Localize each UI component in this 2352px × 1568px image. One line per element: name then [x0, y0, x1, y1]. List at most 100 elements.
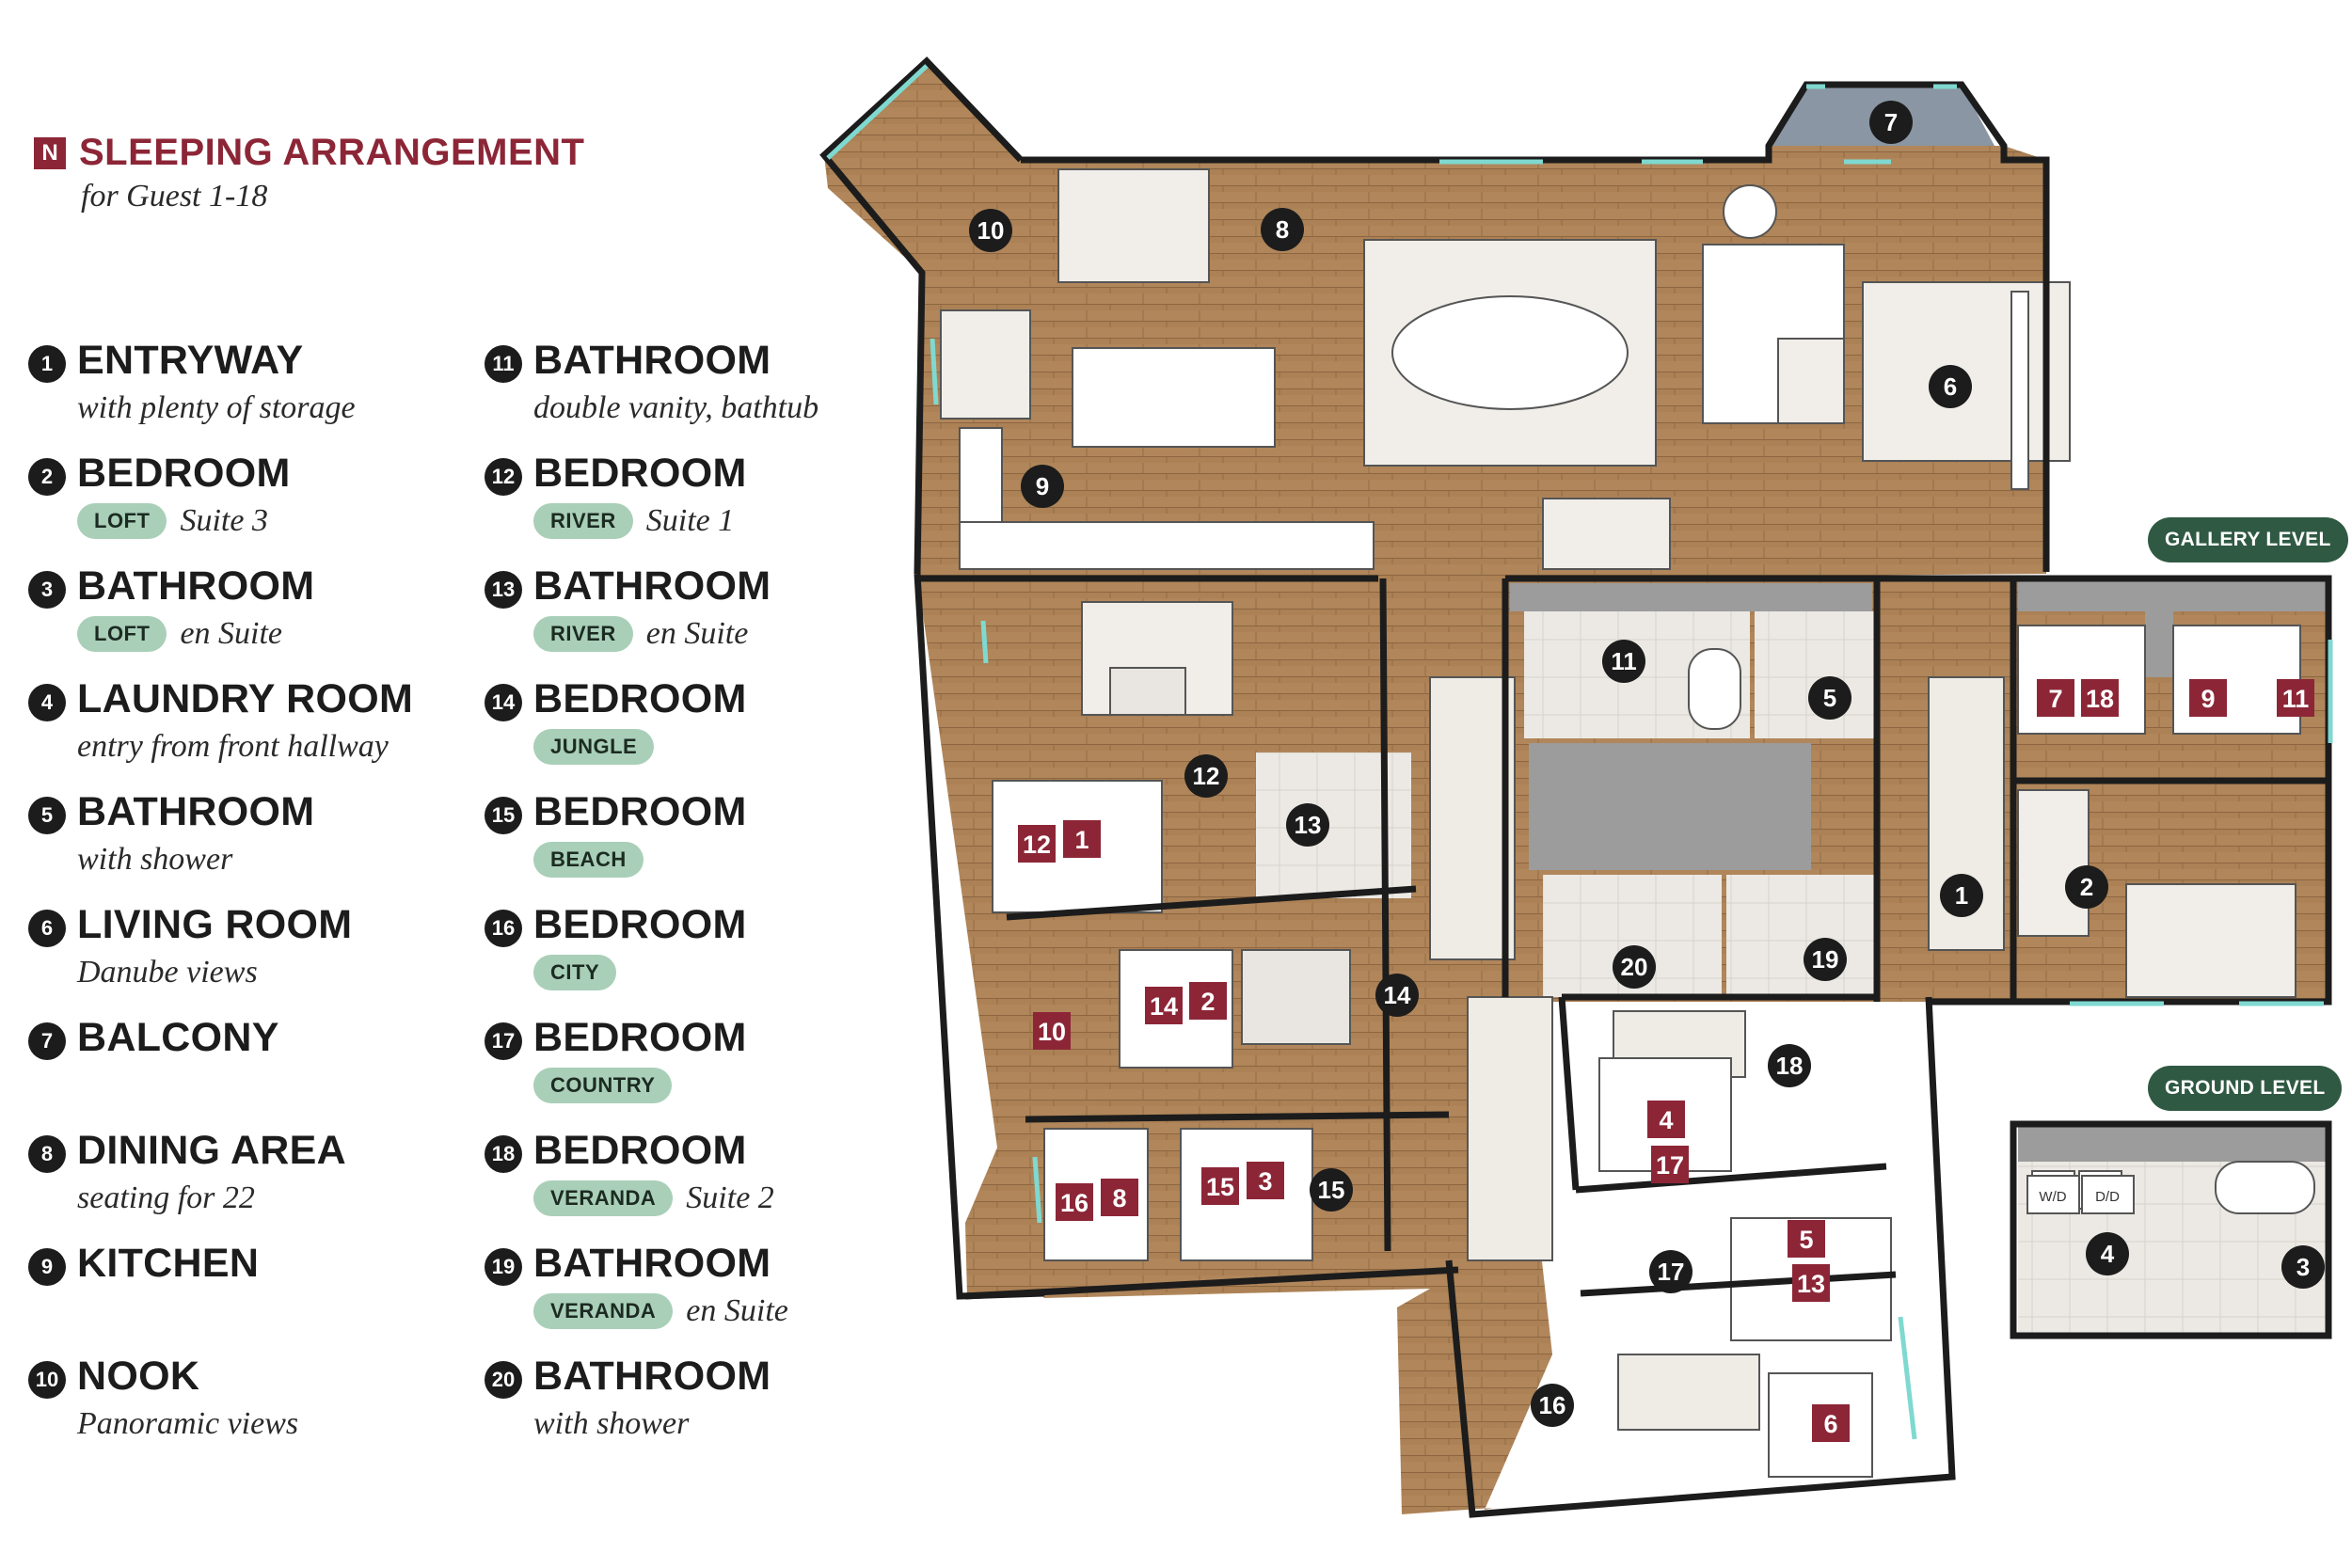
legend-room-description: Suite 1	[645, 503, 735, 538]
guest-marker-label: 9	[2201, 685, 2215, 713]
gallery-level-badge: GALLERY LEVEL	[2148, 517, 2348, 562]
room-marker-circle	[1531, 1384, 1574, 1427]
room-marker-label: 17	[1658, 1258, 1685, 1286]
room-marker: 18	[1768, 1044, 1811, 1087]
room-marker-label: 13	[1295, 811, 1322, 839]
legend-room-description: entry from front hallway	[77, 729, 389, 764]
room-marker: 9	[1021, 465, 1064, 508]
guest-marker-box	[1101, 1179, 1138, 1216]
washer-dryer: W/D D/D	[2026, 1175, 2135, 1214]
room-marker-circle	[969, 209, 1012, 252]
legend-number-badge: 6	[28, 910, 66, 947]
room-marker-circle	[1261, 208, 1304, 251]
legend-room-description: en Suite	[686, 1293, 788, 1328]
legend-room-name: BATHROOM	[533, 1354, 771, 1399]
room-tag: RIVER	[533, 616, 633, 652]
room-marker: 2	[2065, 865, 2108, 909]
guest-marker: 10	[1033, 1012, 1071, 1050]
guest-marker: 11	[2277, 679, 2314, 717]
room-marker-circle	[1768, 1044, 1811, 1087]
room-marker-label: 4	[2101, 1240, 2115, 1268]
legend-room-description: Suite 2	[686, 1180, 774, 1215]
guest-marker: 1	[1063, 820, 1101, 858]
room-marker-label: 12	[1193, 762, 1220, 790]
room-marker: 19	[1804, 938, 1847, 981]
legend-header: N SLEEPING ARRANGEMENT	[34, 132, 584, 174]
legend-number-badge: 2	[28, 458, 66, 496]
legend-number-badge: 16	[485, 910, 522, 947]
room-marker: 4	[2086, 1232, 2129, 1275]
room-marker: 12	[1184, 754, 1228, 798]
legend-room-name: LIVING ROOM	[77, 902, 353, 947]
guest-marker: 15	[1201, 1167, 1239, 1205]
legend-number-badge: 20	[485, 1361, 522, 1399]
room-marker: 13	[1286, 803, 1329, 847]
legend-number-badge: 10	[28, 1361, 66, 1399]
guest-marker-label: 10	[1038, 1018, 1066, 1046]
legend-room-name: BATHROOM	[533, 563, 771, 609]
guest-marker: 4	[1647, 1101, 1685, 1138]
legend-room-name: BEDROOM	[533, 676, 747, 721]
guest-marker: 6	[1812, 1404, 1850, 1442]
room-marker: 6	[1929, 365, 1972, 408]
legend-number-badge: 17	[485, 1022, 522, 1060]
legend-room-name: BEDROOM	[533, 789, 747, 834]
legend-number-badge: 14	[485, 684, 522, 721]
room-marker-label: 20	[1621, 953, 1648, 981]
legend-room-description: seating for 22	[77, 1180, 255, 1215]
room-marker: 1	[1940, 874, 1983, 917]
page-title: SLEEPING ARRANGEMENT	[79, 132, 585, 173]
brand-logo-badge: N	[34, 136, 66, 169]
legend-room-name: BATHROOM	[533, 1241, 771, 1286]
legend-number-badge: 13	[485, 571, 522, 609]
guest-marker-label: 1	[1074, 826, 1089, 854]
legend-number-badge: 7	[28, 1022, 66, 1060]
room-marker-label: 19	[1812, 945, 1839, 974]
room-marker-label: 14	[1384, 981, 1411, 1009]
legend-room-details: with plenty of storage	[77, 390, 356, 426]
room-marker-label: 6	[1944, 372, 1957, 401]
legend-item: 7 BALCONY	[28, 1015, 480, 1124]
guest-marker-box	[1247, 1162, 1284, 1199]
legend-room-name: DINING AREA	[77, 1128, 346, 1173]
guest-marker: 7	[2037, 679, 2074, 717]
room-tag: VERANDA	[533, 1180, 674, 1216]
room-marker-circle	[2281, 1245, 2325, 1289]
legend-room-details: double vanity, bathtub	[533, 390, 818, 426]
legend-room-name: KITCHEN	[77, 1241, 260, 1286]
legend-room-name: BEDROOM	[77, 451, 291, 496]
legend-room-details: RIVER en Suite	[533, 616, 748, 652]
legend-room-details: Danube views	[77, 955, 258, 990]
legend-room-description: en Suite	[645, 616, 749, 651]
room-marker: 14	[1375, 974, 1419, 1017]
guest-marker-box	[2189, 679, 2227, 717]
room-marker-circle	[1310, 1168, 1353, 1212]
room-marker-label: 8	[1276, 215, 1289, 244]
legend-number-badge: 1	[28, 345, 66, 383]
room-marker-circle	[2086, 1232, 2129, 1275]
room-marker-label: 15	[1318, 1176, 1345, 1204]
legend-room-details: VERANDA Suite 2	[533, 1180, 774, 1216]
legend-room-details: with shower	[77, 842, 232, 878]
legend-room-details: BEACH	[533, 842, 644, 878]
room-tag: COUNTRY	[533, 1068, 673, 1103]
room-marker: 17	[1649, 1250, 1692, 1293]
guest-marker: 3	[1247, 1162, 1284, 1199]
guest-marker-label: 8	[1112, 1184, 1126, 1212]
guest-marker-box	[2081, 679, 2119, 717]
legend-room-details: Panoramic views	[77, 1406, 298, 1442]
legend-room-name: BALCONY	[77, 1015, 279, 1060]
